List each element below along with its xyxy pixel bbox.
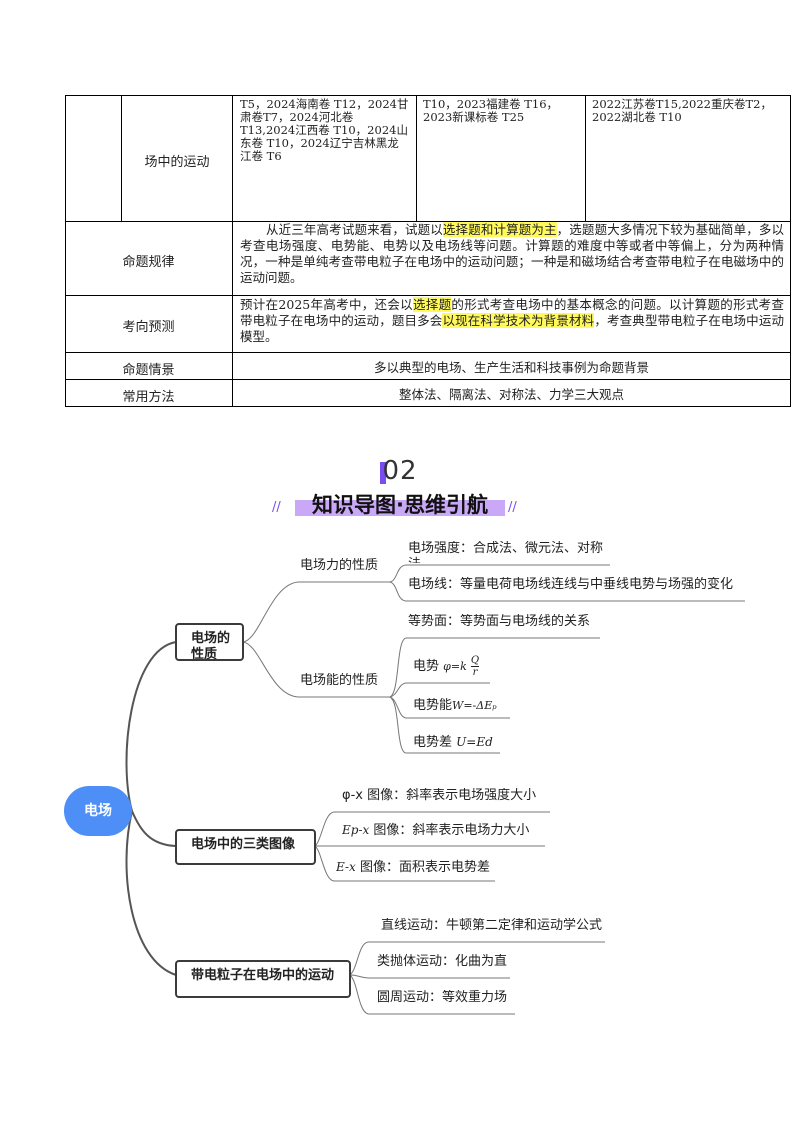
- row-label-method: 常用方法: [122, 390, 175, 405]
- ep-x-text: 图像：斜率表示电场力大小: [369, 823, 530, 838]
- leaf-phi-x-graph: φ-x 图像：斜率表示电场强度大小: [342, 788, 537, 803]
- predict-paragraph: 预计在2025年高考中，还会以选择题的形式考查电场中的基本概念的问题。以计算题的…: [240, 297, 784, 345]
- section-title-highlight: [295, 500, 505, 516]
- slash-decoration-right: //: [508, 500, 517, 515]
- method-text: 整体法、隔离法、对称法、力学三大观点: [398, 387, 624, 402]
- e-x-text: 图像：面积表示电势差: [355, 860, 490, 875]
- table-border-left: [65, 95, 66, 406]
- leaf-field-strength: 电场强度：合成法、微元法、对称法: [408, 541, 604, 563]
- row-label-predict: 考向预测: [122, 320, 175, 335]
- node-particle-motion: 带电粒子在电场中的运动: [175, 960, 351, 998]
- table-border-right: [790, 95, 791, 406]
- table-border-top: [65, 95, 791, 96]
- table-col-divider: [232, 95, 233, 406]
- cell-2023-papers: T10，2023福建卷 T16，2023新课标卷 T25: [423, 97, 559, 124]
- leaf-penergy-label: 电势能: [413, 698, 453, 713]
- predict-text-b: 的形式考查电场中的基本概念的问题。以计算题的形式考查带电粒子在电场中的运动，题目…: [240, 297, 784, 328]
- sub-force-properties: 电场力的性质: [300, 558, 379, 573]
- cell-2024-papers: T5，2024海南卷 T12，2024甘肃卷T7，2024河北卷 T13,202…: [240, 97, 409, 163]
- formula-numerator: Q: [470, 655, 480, 667]
- table-row-divider: [65, 352, 791, 353]
- connector-root-n3: [125, 810, 177, 976]
- leaf-potential-difference: 电势差 U=Ed: [413, 734, 503, 754]
- table-col-divider: [585, 95, 586, 221]
- rule-text-a: 从近三年高考试题来看，试题以: [266, 222, 443, 237]
- leaf-circular-motion: 圆周运动：等效重力场: [377, 990, 508, 1005]
- formula-fraction: Q r: [470, 655, 480, 678]
- e-x-variable: E-x: [336, 860, 356, 874]
- predict-highlight-b: 以现在科学技术为背景材料: [442, 313, 595, 328]
- exam-analysis-table: 场中的运动 T5，2024海南卷 T12，2024甘肃卷T7，2024河北卷 T…: [0, 0, 800, 410]
- formula-penergy: W=-ΔEₚ: [452, 699, 497, 712]
- connector-n1-energy: [242, 641, 299, 698]
- formula-potential: φ=k: [443, 660, 467, 673]
- table-col-divider: [416, 95, 417, 221]
- slash-decoration-left: //: [272, 500, 281, 515]
- node-three-graphs: 电场中的三类图像: [175, 829, 316, 865]
- section-number: 02: [382, 456, 418, 486]
- node-field-properties: 电场的性质: [175, 623, 244, 661]
- rule-highlight: 选择题和计算题为主: [442, 222, 557, 237]
- leaf-potential-energy: 电势能W=-ΔEₚ: [413, 698, 513, 718]
- row-label-scenario: 命题情景: [122, 363, 175, 378]
- predict-text-c: ，考查典型带电粒子在电场中运动模型。: [240, 313, 784, 344]
- leaf-pdiff-label: 电势差: [413, 735, 453, 750]
- row-label-motion: 场中的运动: [144, 155, 210, 170]
- formula-pdiff: U=Ed: [456, 735, 493, 749]
- connector-n1-force: [242, 581, 299, 643]
- ep-x-variable: Ep-x: [342, 823, 370, 837]
- rule-paragraph: 从近三年高考试题来看，试题以选择题和计算题为主，选题题大多情况下较为基础简单，多…: [240, 222, 784, 286]
- leaf-field-lines: 电场线：等量电荷电场线连线与中垂线电势与场强的变化: [408, 577, 734, 592]
- leaf-projectile-motion: 类抛体运动：化曲为直: [377, 954, 507, 969]
- leaf-potential-label: 电势: [413, 659, 440, 674]
- connector-root-n2: [131, 810, 177, 847]
- predict-highlight-a: 选择题: [412, 297, 452, 312]
- leaf-ep-x-graph: Ep-x 图像：斜率表示电场力大小: [342, 822, 542, 844]
- leaf-equipotential: 等势面：等势面与电场线的关系: [408, 614, 591, 629]
- section-number-accent: [380, 462, 386, 484]
- section-title: 知识导图·思维引航: [312, 493, 488, 517]
- rule-text-b: ，选题题大多情况下较为基础简单，多以考查电场强度、电势能、电势以及电场线等问题。…: [240, 222, 784, 285]
- table-row-divider: [65, 221, 791, 222]
- table-row-divider: [65, 379, 791, 380]
- leaf-e-x-graph: E-x 图像：面积表示电势差: [336, 859, 492, 879]
- cell-2022-papers: 2022江苏卷T15,2022重庆卷T2，2022湖北卷 T10: [592, 97, 772, 124]
- formula-denominator: r: [472, 667, 478, 678]
- table-col-divider: [121, 95, 122, 221]
- row-label-rule: 命题规律: [122, 255, 175, 270]
- table-row-divider: [65, 295, 791, 296]
- table-border-bottom: [65, 406, 791, 407]
- predict-text-a: 预计在2025年高考中，还会以: [240, 297, 413, 312]
- connector-root-n1: [125, 641, 177, 812]
- leaf-potential: 电势 φ=k Q r: [413, 655, 493, 681]
- mindmap-root: 电场: [64, 786, 132, 836]
- sub-energy-properties: 电场能的性质: [300, 673, 379, 688]
- scenario-text: 多以典型的电场、生产生活和科技事例为命题背景: [373, 360, 649, 375]
- leaf-linear-motion: 直线运动：牛顿第二定律和运动学公式: [381, 918, 603, 933]
